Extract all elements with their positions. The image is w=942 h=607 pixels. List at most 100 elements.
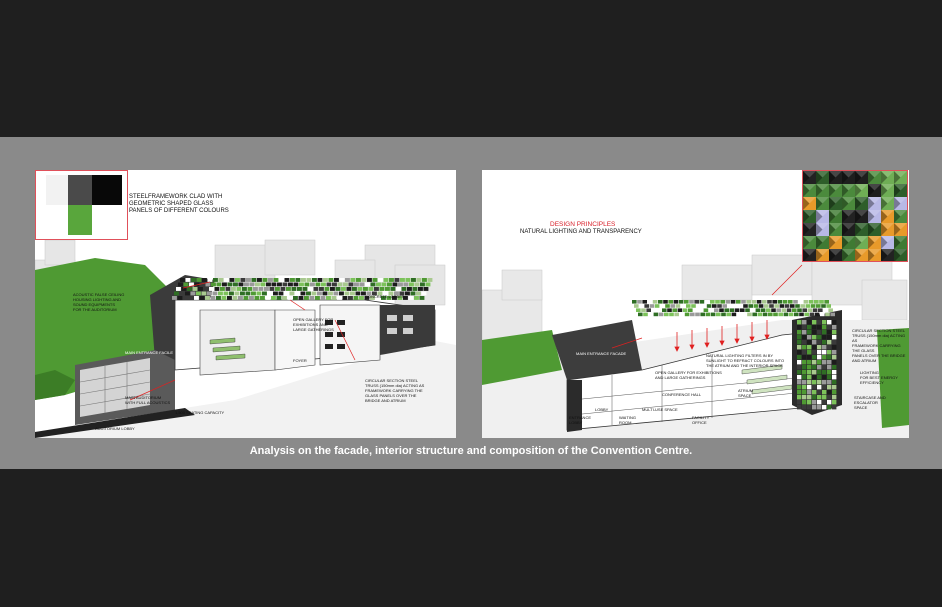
glass-panel xyxy=(827,325,832,330)
glass-panel xyxy=(724,308,729,312)
glass-panel xyxy=(827,370,832,375)
glass-tile xyxy=(816,249,829,261)
glass-panel xyxy=(275,287,280,291)
glass-panel xyxy=(740,308,745,312)
glass-tile xyxy=(842,223,855,236)
glass-panel xyxy=(663,300,668,304)
glass-panel xyxy=(812,345,817,350)
glass-panel xyxy=(701,304,707,308)
tile-facet xyxy=(816,210,823,223)
lighting-analysis-panel: DESIGN PRINCIPLES NATURAL LIGHTING AND T… xyxy=(482,170,909,438)
glass-panel xyxy=(289,291,295,296)
glass-tile xyxy=(803,197,816,210)
tile-facet xyxy=(803,249,810,261)
glass-panel xyxy=(675,304,681,308)
glass-panel xyxy=(803,300,809,304)
tile-facet xyxy=(803,197,816,204)
glass-panel xyxy=(277,282,282,287)
tile-facet xyxy=(829,171,836,184)
glass-panel xyxy=(243,296,249,300)
glass-panel xyxy=(262,291,267,296)
glass-panel xyxy=(812,320,817,325)
tile-facet xyxy=(894,223,901,236)
glass-panel xyxy=(786,308,792,312)
glass-panel xyxy=(769,304,774,308)
glass-panel xyxy=(291,287,297,291)
glass-panel xyxy=(350,291,355,296)
tile-facet xyxy=(881,210,894,217)
circular-truss-label: CIRCULAR SECTION STEEL TRUSS (150mm dia)… xyxy=(365,378,425,403)
multi-use-label: MULTI-USE SPACE xyxy=(642,407,678,412)
tile-facet xyxy=(803,184,816,191)
glass-panel xyxy=(199,296,205,300)
glass-panel xyxy=(694,300,699,304)
tile-facet xyxy=(868,210,875,223)
glass-panel xyxy=(211,282,216,287)
glass-panel xyxy=(408,296,414,300)
swatch-gray xyxy=(68,175,92,205)
glass-panel xyxy=(376,282,381,287)
glass-panel xyxy=(253,287,258,291)
glass-tile xyxy=(829,184,842,197)
glass-panel xyxy=(812,360,817,365)
glass-panel xyxy=(207,291,212,296)
glass-tile xyxy=(842,236,855,249)
glass-tile xyxy=(894,223,907,236)
glass-panel xyxy=(352,287,357,291)
glass-panel xyxy=(414,282,420,287)
glass-tile xyxy=(868,184,881,197)
glass-panel xyxy=(730,300,736,304)
glass-tile xyxy=(803,171,816,184)
tile-facet xyxy=(803,171,816,178)
glass-panel xyxy=(817,370,822,375)
glass-panel xyxy=(233,282,238,287)
glass-panel xyxy=(672,308,677,312)
glass-panel xyxy=(827,400,832,405)
glass-panel xyxy=(802,375,807,380)
glass-tile xyxy=(894,171,907,184)
glass-panel xyxy=(832,350,837,355)
glass-panel xyxy=(381,296,386,300)
tile-facet xyxy=(894,197,907,204)
glass-panel xyxy=(802,320,807,325)
glass-panel xyxy=(819,300,824,304)
tile-facet xyxy=(829,210,842,217)
glass-panel xyxy=(394,278,400,282)
glass-panel xyxy=(680,304,686,308)
glass-panel xyxy=(649,304,655,308)
glass-panel xyxy=(654,304,660,308)
glass-panel xyxy=(421,291,427,296)
glass-tile xyxy=(842,210,855,223)
glass-panel xyxy=(812,385,817,390)
glass-panel xyxy=(191,278,196,282)
glass-panel xyxy=(827,360,832,365)
glass-panel xyxy=(363,287,368,291)
glass-panel xyxy=(812,395,817,400)
glass-panel xyxy=(822,335,827,340)
glass-tile xyxy=(816,210,829,223)
glass-panel xyxy=(326,296,331,300)
glass-panel xyxy=(822,355,827,360)
glass-panel xyxy=(830,312,835,317)
glass-panel xyxy=(832,330,837,335)
glass-panel xyxy=(658,300,663,304)
glass-panel xyxy=(330,287,335,291)
glass-panel xyxy=(365,282,370,287)
glass-panel xyxy=(771,308,776,312)
glass-panel xyxy=(381,282,387,287)
glass-panel xyxy=(190,291,196,296)
tile-facet xyxy=(816,249,823,261)
tile-facet xyxy=(842,223,849,236)
glass-panel xyxy=(797,385,802,390)
glass-panel xyxy=(235,278,240,282)
glass-panel xyxy=(807,320,812,325)
tile-facet xyxy=(881,210,888,223)
glass-panel xyxy=(390,287,396,291)
glass-panel xyxy=(278,291,284,296)
glass-panel xyxy=(394,291,399,296)
glass-panel xyxy=(647,300,653,304)
glass-panel xyxy=(691,304,696,308)
glass-panel xyxy=(817,320,822,325)
glass-panel xyxy=(802,380,807,385)
glass-panel xyxy=(753,304,759,308)
